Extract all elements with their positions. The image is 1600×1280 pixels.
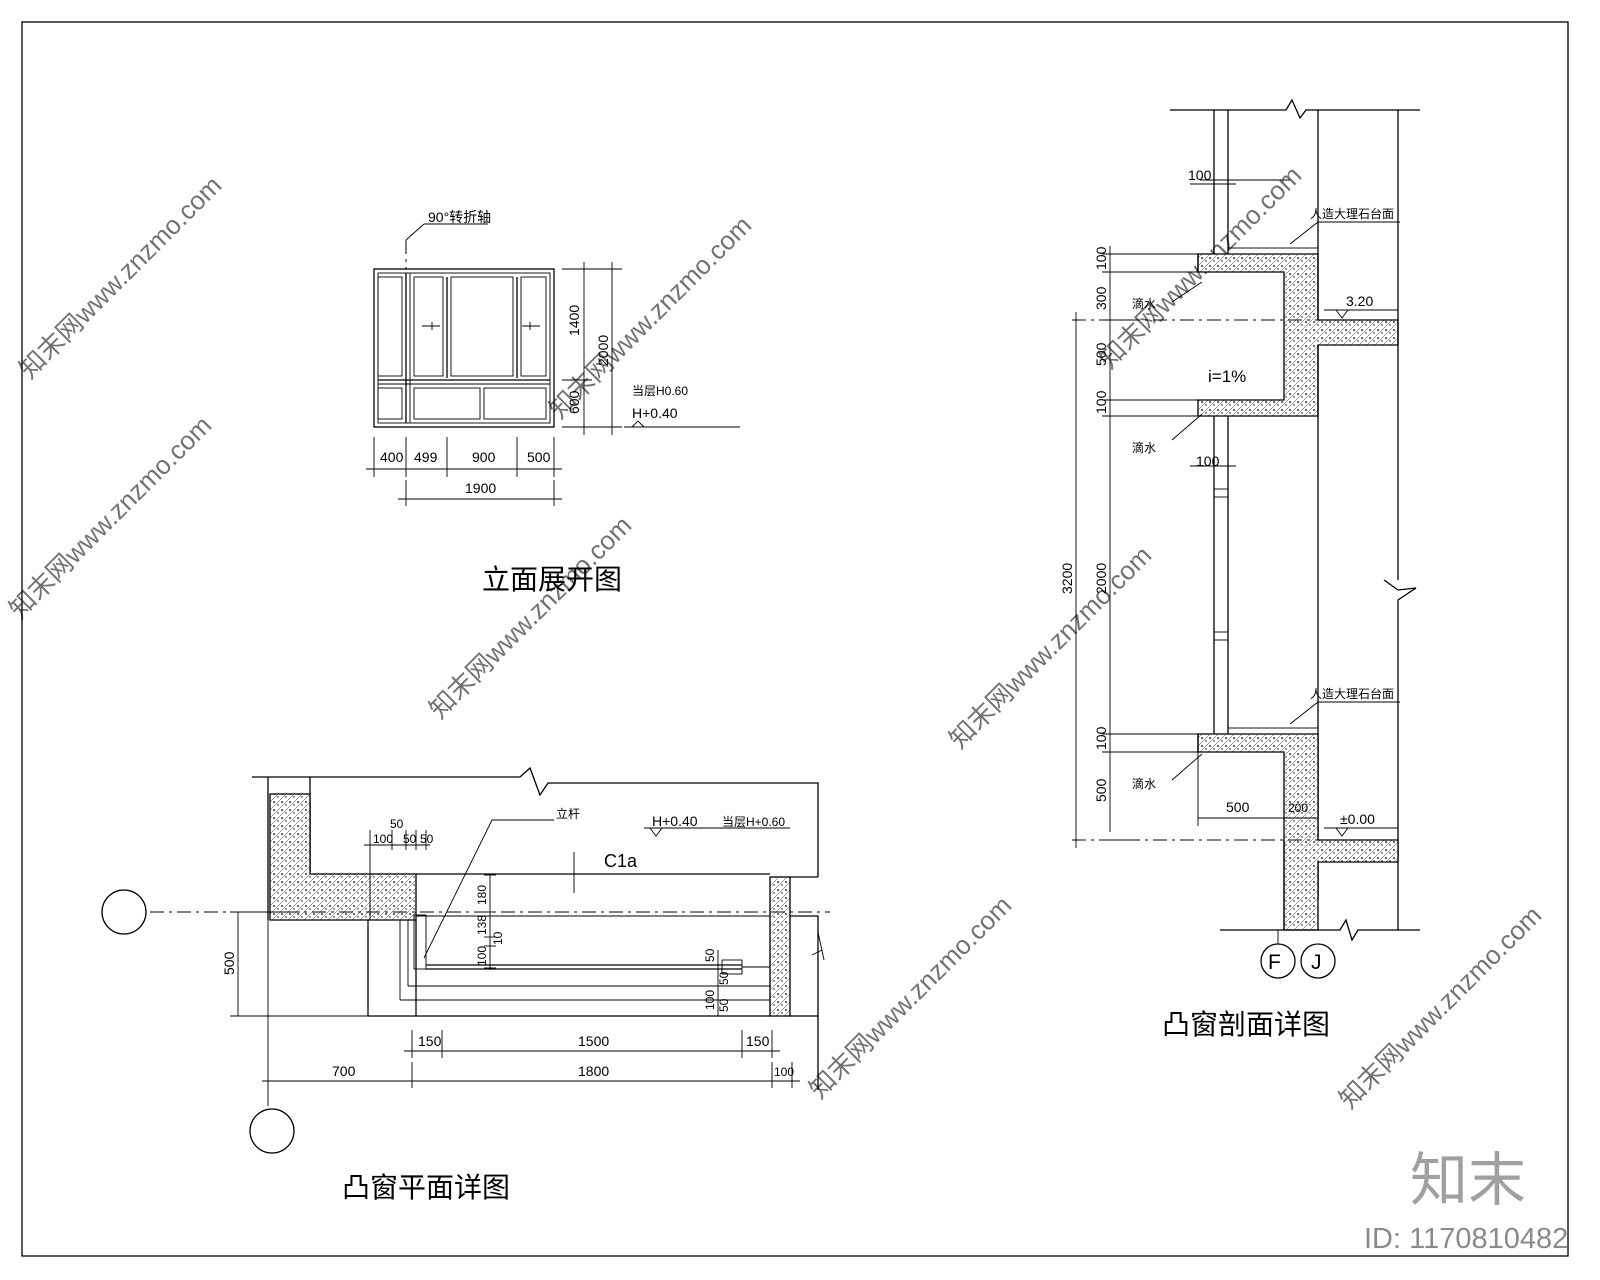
- watermark-text: 知末网www.znzmo.com: [423, 510, 637, 724]
- section-title: 凸窗剖面详图: [1162, 1009, 1330, 1040]
- plan-drawing: 100 50 50 50 立杆 H+0.40 当层H+0.60 C1a 180 …: [101, 766, 830, 1203]
- section-drip-2: 滴水: [1132, 440, 1156, 455]
- plan-dim-150b: 150: [746, 1033, 770, 1049]
- elev-dim-500: 500: [527, 449, 551, 465]
- plan-dim-1800: 1800: [578, 1063, 609, 1079]
- section-drip-3: 滴水: [1132, 776, 1156, 791]
- plan-dim-50a: 50: [390, 817, 404, 831]
- plan-window-tag: C1a: [604, 851, 638, 871]
- elev-floor-note: 当层H0.60: [632, 384, 688, 398]
- plan-dim-r50c: 50: [717, 998, 731, 1012]
- plan-dim-150a: 150: [418, 1033, 442, 1049]
- brand-id: ID: 1170810482: [1364, 1223, 1568, 1255]
- watermark-text: 知末网www.znzmo.com: [3, 410, 217, 624]
- section-dim-500c: 500: [1226, 799, 1250, 815]
- plan-dim-500: 500: [221, 951, 237, 975]
- section-dim-300: 300: [1093, 286, 1109, 310]
- section-axis-j-label: J: [1311, 951, 1322, 974]
- drawing-frame: [21, 21, 1569, 1257]
- section-dim-100c: 100: [1093, 726, 1109, 750]
- watermark-text: 知末网www.znzmo.com: [943, 540, 1157, 754]
- section-dim-mid-frame: 100: [1196, 453, 1220, 469]
- section-level-upper: 3.20: [1346, 293, 1373, 309]
- elevation-window-frame: [373, 268, 555, 428]
- plan-dim-100: 100: [373, 832, 393, 846]
- brand-logo: 知末: [1410, 1148, 1526, 1213]
- elev-dim-900: 900: [472, 449, 496, 465]
- watermark-text: 知末网www.znzmo.com: [1333, 900, 1547, 1114]
- elev-dim-600: 600: [566, 390, 582, 414]
- plan-mullion-label: 立杆: [556, 806, 580, 821]
- section-marble-note-2: 人造大理石台面: [1310, 686, 1394, 701]
- elev-dim-2000: 2000: [595, 335, 611, 366]
- section-dim-500a: 500: [1093, 342, 1109, 366]
- section-dim-100b: 100: [1093, 390, 1109, 414]
- plan-axis-circle-1: [101, 889, 147, 935]
- plan-dim-50b: 50: [403, 832, 417, 846]
- plan-axis-circle-2: [249, 1108, 295, 1154]
- section-axis-j: [1300, 943, 1336, 979]
- section-dim-2000: 2000: [1093, 563, 1109, 594]
- section-slope: i=1%: [1208, 367, 1246, 386]
- plan-dim-180: 180: [475, 885, 489, 905]
- plan-column-hatch: [269, 793, 417, 921]
- section-dim-500b: 500: [1093, 778, 1109, 802]
- plan-right-column: [769, 876, 791, 1017]
- elev-dim-400: 400: [380, 449, 404, 465]
- axis-note: 90°转折轴: [428, 209, 491, 225]
- section-axis-f-label: F: [1268, 951, 1281, 974]
- plan-dim-100: 100: [475, 946, 489, 966]
- watermark-text: 知末网www.znzmo.com: [13, 170, 227, 384]
- section-upper-head: [1197, 253, 1399, 417]
- plan-floor-note: 当层H+0.60: [722, 815, 785, 829]
- section-dim-100a: 100: [1093, 246, 1109, 270]
- elev-dim-1400: 1400: [566, 305, 582, 336]
- section-drawing: 3.20 ±0.00 i=1% 人造大理石台面 人造大理石台面 滴水 滴水 滴水…: [1059, 98, 1420, 1040]
- elev-dim-total: 1900: [465, 480, 496, 496]
- elevation-drawing: 90°转折轴 400 499 900 500 1900 1400 600 200…: [366, 209, 740, 595]
- plan-height-mark: H+0.40: [652, 813, 698, 829]
- plan-dim-r100: 100: [703, 990, 717, 1010]
- plan-dim-1500: 1500: [578, 1033, 609, 1049]
- plan-dim-10: 10: [491, 931, 505, 945]
- watermark-text: 知末网www.znzmo.com: [803, 890, 1017, 1104]
- section-dim-200: 200: [1288, 801, 1308, 815]
- section-level-lower: ±0.00: [1340, 811, 1375, 827]
- section-lower-sill: [1197, 733, 1399, 931]
- section-drip-1: 滴水: [1132, 296, 1156, 311]
- elevation-title: 立面展开图: [482, 564, 622, 595]
- plan-dim-138: 138: [475, 915, 489, 935]
- section-marble-note: 人造大理石台面: [1310, 206, 1394, 221]
- plan-dim-r50a: 50: [703, 948, 717, 962]
- plan-dim-50c: 50: [420, 832, 434, 846]
- plan-dim-r50b: 50: [717, 971, 731, 985]
- plan-dim-700: 700: [332, 1063, 356, 1079]
- plan-dim-100b: 100: [774, 1065, 794, 1079]
- plan-title: 凸窗平面详图: [342, 1172, 510, 1203]
- elev-height-mark: H+0.40: [632, 405, 678, 421]
- section-dim-top-frame: 100: [1188, 167, 1212, 183]
- elev-dim-499: 499: [414, 449, 438, 465]
- section-dim-3200: 3200: [1059, 563, 1075, 594]
- section-axis-f: [1260, 943, 1296, 979]
